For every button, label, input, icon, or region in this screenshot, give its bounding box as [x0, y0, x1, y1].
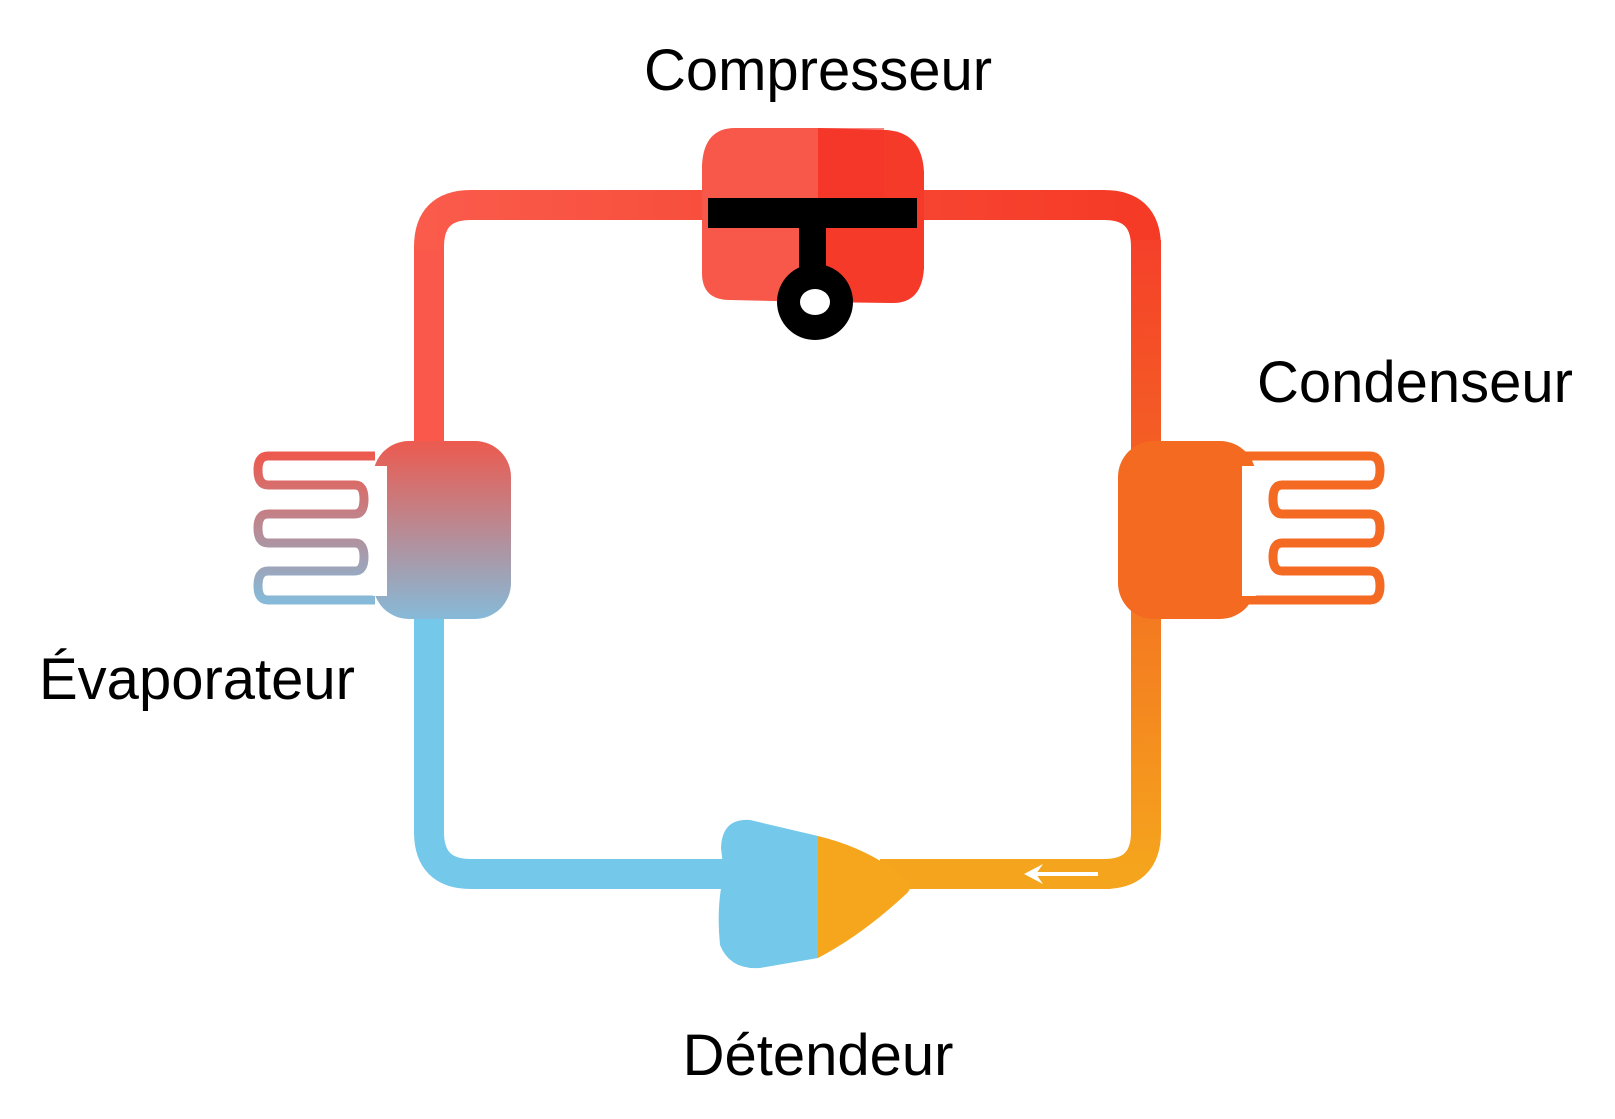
- compressor: [702, 128, 924, 340]
- pipe-left-lower: [414, 600, 730, 889]
- evaporator-fins: [253, 451, 375, 605]
- compressor-label: Compresseur: [644, 38, 992, 103]
- evaporator: [253, 441, 511, 619]
- condenser: [1118, 441, 1385, 619]
- valve-orange-half: [818, 836, 910, 958]
- evaporator-body: [373, 441, 511, 619]
- pipe-right: [900, 240, 1161, 889]
- piston-icon: [708, 198, 917, 340]
- condenser-body: [1118, 441, 1256, 619]
- valve-blue-half: [718, 819, 818, 969]
- condenser-fins: [1240, 451, 1385, 605]
- expansion-valve: [718, 819, 910, 969]
- compressor-highlight: [818, 128, 884, 202]
- flow-arrow-icon: [1024, 864, 1098, 884]
- expansion-valve-label: Détendeur: [683, 1023, 954, 1088]
- evaporator-label: Évaporateur: [39, 647, 355, 712]
- condenser-label: Condenseur: [1257, 350, 1573, 415]
